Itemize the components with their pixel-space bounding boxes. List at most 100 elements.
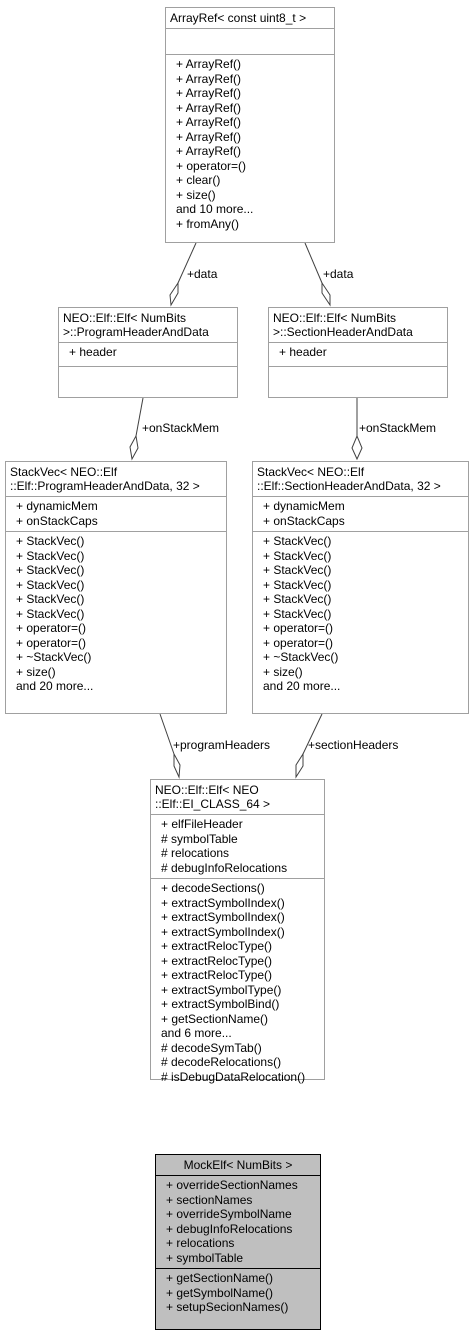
method-item[interactable]: + StackVec() — [16, 548, 85, 563]
method-item[interactable]: + size() — [16, 664, 56, 679]
class-title: StackVec< NEO::Elf::Elf::ProgramHeaderAn… — [6, 462, 226, 496]
method-item[interactable]: and 20 more... — [16, 679, 94, 693]
method-item[interactable]: + operator=() — [263, 635, 334, 650]
method-item[interactable]: + ArrayRef() — [176, 144, 242, 158]
class-title-line: StackVec< NEO::Elf — [257, 465, 365, 479]
method-item[interactable]: + size() — [263, 664, 303, 679]
edge-stackvec-program-to-elf — [159, 713, 175, 755]
class-title-line: NEO::Elf::Elf< NumBits — [273, 311, 397, 325]
method-item[interactable]: + ArrayRef() — [176, 86, 242, 100]
method-item[interactable]: + StackVec() — [263, 534, 332, 548]
edge-label-data-left: +data — [187, 267, 218, 281]
class-title-line: >::ProgramHeaderAndData — [63, 325, 209, 339]
method-item[interactable]: + operator=() — [176, 158, 247, 173]
method-item[interactable]: + StackVec() — [16, 534, 85, 548]
aggregation-diamond — [129, 434, 139, 461]
attribute-item: + header — [279, 345, 327, 359]
class-stackvec-program[interactable]: StackVec< NEO::Elf::Elf::ProgramHeaderAn… — [5, 461, 227, 714]
methods-section: + decodeSections()+ extractSymbolIndex()… — [151, 878, 324, 1087]
method-item[interactable]: + operator=() — [263, 621, 334, 635]
method-item[interactable]: # isDebugDataRelocation() — [161, 1069, 306, 1084]
method-item[interactable]: + extractSymbolBind() — [161, 997, 280, 1011]
method-item[interactable]: + StackVec() — [263, 606, 332, 621]
method-item[interactable]: + extractSymbolIndex() — [161, 910, 285, 924]
class-title-line: NEO::Elf::Elf< NEO — [155, 783, 259, 797]
attribute-item: + onStackCaps — [263, 513, 345, 528]
method-item[interactable]: + ArrayRef() — [176, 129, 242, 144]
method-item[interactable]: + fromAny() — [176, 216, 240, 231]
method-item[interactable]: + decodeSections() — [161, 881, 265, 895]
edge-arrayref-to-program — [177, 242, 197, 284]
attribute-item: + overrideSymbolName — [166, 1207, 292, 1221]
attributes-section: + dynamicMem+ onStackCaps — [253, 496, 468, 531]
method-item[interactable]: + operator=() — [16, 621, 87, 635]
class-program-header-and-data[interactable]: NEO::Elf::Elf< NumBits>::ProgramHeaderAn… — [58, 307, 238, 398]
method-item[interactable]: + getSymbolName() — [166, 1285, 274, 1300]
method-item[interactable]: + extractRelocType() — [161, 939, 273, 953]
methods-section — [269, 366, 447, 392]
class-title-line: >::SectionHeaderAndData — [273, 325, 413, 339]
class-title: ArrayRef< const uint8_t > — [166, 8, 334, 28]
method-item[interactable]: + ~StackVec() — [16, 650, 92, 664]
attributes-section: + header — [269, 342, 447, 366]
aggregation-diamond — [169, 281, 179, 307]
method-item[interactable]: and 6 more... — [161, 1026, 232, 1040]
method-item[interactable]: + clear() — [176, 173, 221, 187]
edge-stackvec-section-to-elf — [302, 713, 323, 755]
methods-section: + ArrayRef()+ ArrayRef()+ ArrayRef()+ Ar… — [166, 54, 334, 234]
attribute-item: + dynamicMem — [263, 499, 345, 513]
attribute-item: # relocations — [161, 846, 230, 860]
aggregation-diamond — [173, 753, 181, 779]
attributes-section: + overrideSectionNames+ sectionNames+ ov… — [156, 1175, 320, 1268]
method-item[interactable]: + StackVec() — [263, 592, 332, 606]
method-item[interactable]: + setupSecionNames() — [166, 1300, 289, 1314]
attribute-item: + symbolTable — [166, 1250, 244, 1265]
method-item[interactable]: + extractSymbolType() — [161, 982, 282, 997]
method-item[interactable]: + extractRelocType() — [161, 968, 273, 982]
method-item[interactable]: + StackVec() — [263, 548, 332, 563]
method-item[interactable]: + ArrayRef() — [176, 57, 242, 71]
attributes-section: + elfFileHeader# symbolTable# relocation… — [151, 814, 324, 878]
method-item[interactable]: + ArrayRef() — [176, 115, 242, 129]
method-item[interactable]: + StackVec() — [263, 577, 332, 592]
method-item[interactable]: + ~StackVec() — [263, 650, 339, 664]
class-mockelf[interactable]: MockElf< NumBits > + overrideSectionName… — [155, 1154, 321, 1330]
aggregation-diamond — [295, 752, 304, 779]
method-item[interactable]: and 20 more... — [263, 679, 341, 693]
class-arrayref[interactable]: ArrayRef< const uint8_t > + ArrayRef()+ … — [165, 7, 335, 243]
method-item[interactable]: + StackVec() — [16, 592, 85, 606]
method-item[interactable]: + operator=() — [16, 635, 87, 650]
method-item[interactable]: # decodeSymTab() — [161, 1040, 262, 1055]
method-item[interactable]: + StackVec() — [16, 563, 85, 577]
method-item[interactable]: + getSectionName() — [166, 1271, 274, 1285]
method-item[interactable]: and 10 more... — [176, 202, 254, 216]
attributes-section: + header — [59, 342, 237, 366]
class-stackvec-section[interactable]: StackVec< NEO::Elf::Elf::SectionHeaderAn… — [252, 461, 469, 714]
attribute-item: + elfFileHeader — [161, 817, 243, 831]
attribute-item: + header — [69, 345, 117, 359]
class-elf-body[interactable]: NEO::Elf::Elf< NEO::Elf::EI_CLASS_64 > +… — [150, 779, 325, 1084]
attribute-item: + overrideSectionNames — [166, 1178, 298, 1192]
method-item[interactable]: + StackVec() — [263, 563, 332, 577]
edge-arrayref-to-section — [304, 242, 323, 284]
class-title: MockElf< NumBits > — [156, 1155, 320, 1175]
method-item[interactable]: + ArrayRef() — [176, 100, 242, 115]
edge-label-onstackmem-left: +onStackMem — [142, 421, 220, 435]
method-item[interactable]: + StackVec() — [16, 577, 85, 592]
methods-section: + getSectionName()+ getSymbolName()+ set… — [156, 1268, 320, 1318]
method-item[interactable]: + ArrayRef() — [176, 71, 242, 86]
attribute-item: + onStackCaps — [16, 513, 98, 528]
method-item[interactable]: + getSectionName() — [161, 1011, 269, 1026]
aggregation-diamond — [321, 281, 331, 307]
method-item[interactable]: # decodeRelocations() — [161, 1055, 282, 1069]
edge-program-to-stackvec — [135, 397, 144, 437]
method-item[interactable]: + extractSymbolIndex() — [161, 924, 285, 939]
method-item[interactable]: + size() — [176, 187, 216, 202]
method-item[interactable]: + extractRelocType() — [161, 953, 273, 968]
methods-section: + StackVec()+ StackVec()+ StackVec()+ St… — [6, 531, 226, 697]
method-item[interactable]: + StackVec() — [16, 606, 85, 621]
class-section-header-and-data[interactable]: NEO::Elf::Elf< NumBits>::SectionHeaderAn… — [268, 307, 448, 398]
method-item[interactable]: + extractSymbolIndex() — [161, 895, 285, 910]
class-title-line: ::Elf::ProgramHeaderAndData, 32 > — [10, 479, 200, 493]
attribute-item: # debugInfoRelocations — [161, 860, 288, 875]
